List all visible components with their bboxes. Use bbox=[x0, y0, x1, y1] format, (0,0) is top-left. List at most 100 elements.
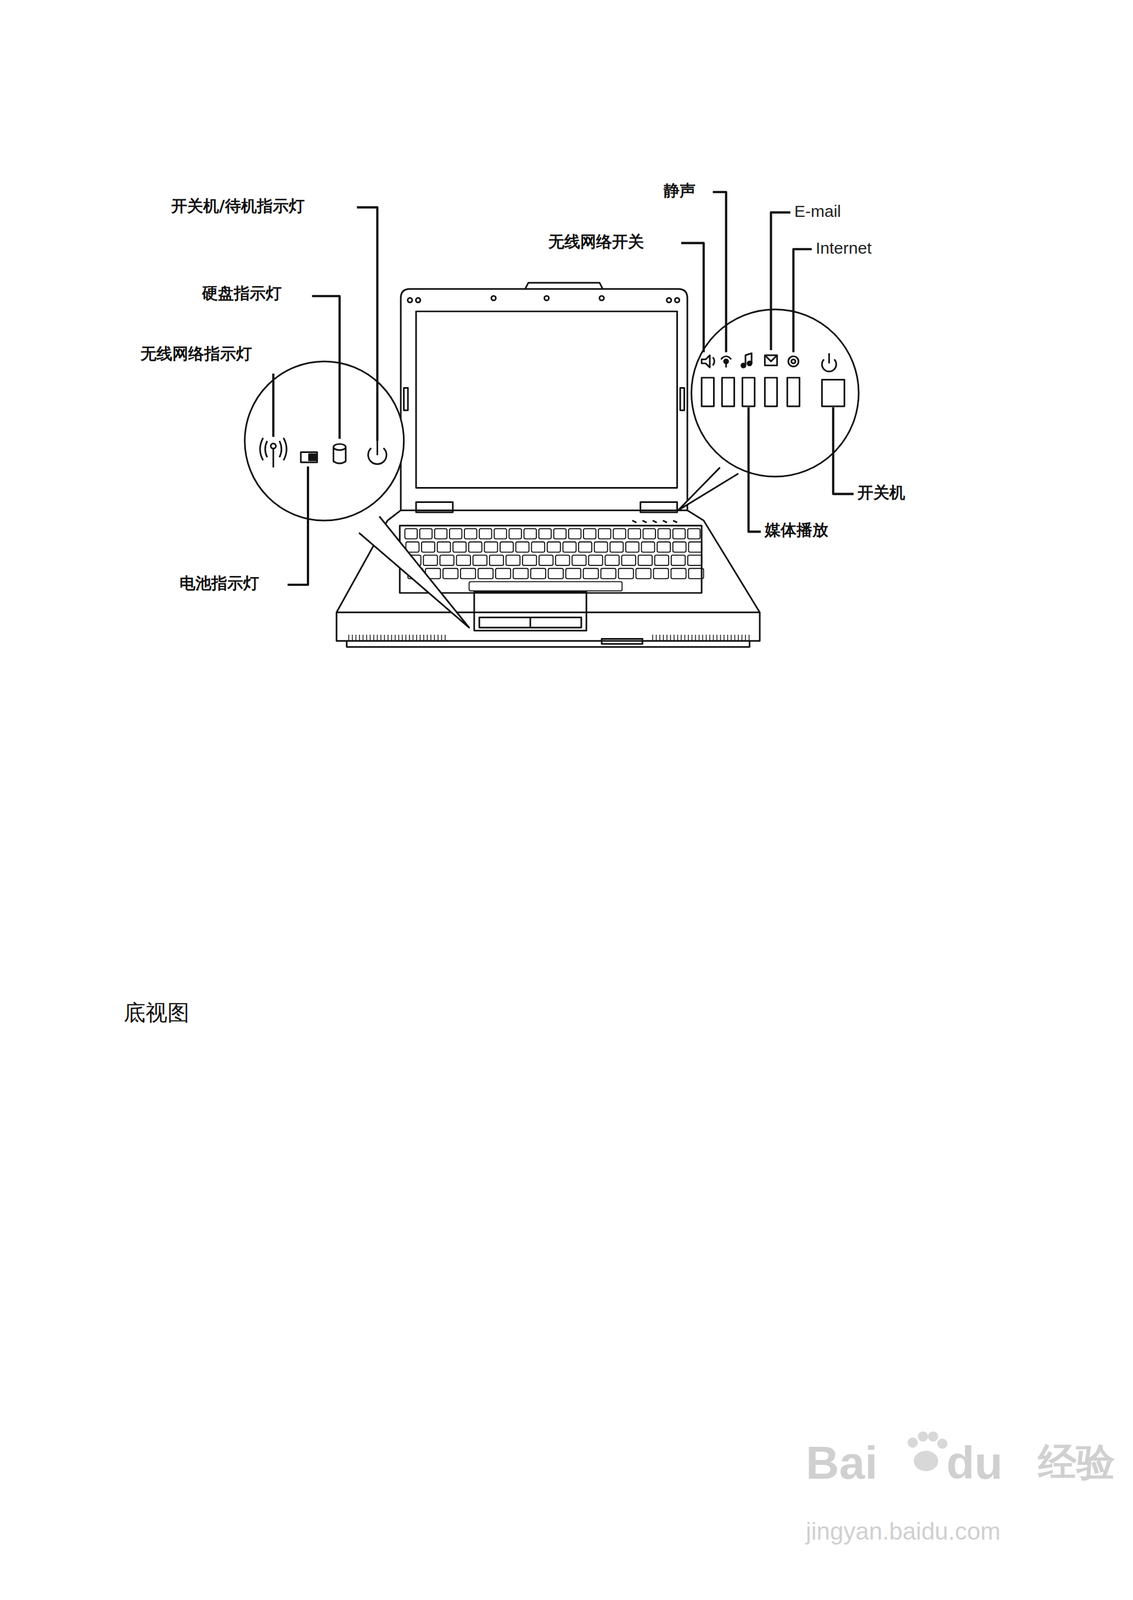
speaker-grille bbox=[748, 634, 750, 641]
speaker-grille bbox=[734, 634, 736, 641]
speaker-grille bbox=[744, 634, 746, 641]
speaker-grille bbox=[666, 634, 667, 641]
key bbox=[460, 568, 476, 579]
key bbox=[588, 554, 603, 566]
key bbox=[452, 541, 467, 553]
key bbox=[670, 568, 686, 579]
speaker-grille bbox=[709, 634, 710, 641]
key bbox=[421, 541, 435, 553]
speaker-grille bbox=[741, 634, 743, 641]
speaker-grille bbox=[652, 634, 653, 641]
key bbox=[539, 528, 552, 540]
speaker-grille bbox=[444, 634, 446, 641]
key bbox=[654, 554, 669, 566]
speaker-grille bbox=[401, 634, 403, 641]
key bbox=[583, 528, 596, 540]
key bbox=[548, 568, 564, 579]
key bbox=[657, 541, 671, 553]
key bbox=[672, 528, 686, 540]
key bbox=[643, 528, 656, 540]
key bbox=[539, 554, 553, 566]
speaker-grille bbox=[412, 634, 414, 641]
section-heading: 底视图 bbox=[123, 999, 190, 1025]
key bbox=[464, 528, 477, 540]
key bbox=[419, 528, 433, 540]
key bbox=[641, 541, 655, 553]
speaker-grille bbox=[394, 634, 396, 641]
speaker-grille bbox=[737, 634, 739, 641]
watermark-text: du bbox=[946, 1436, 1003, 1490]
key bbox=[405, 528, 418, 540]
speaker-grille bbox=[673, 634, 675, 641]
speaker-grille bbox=[684, 634, 686, 641]
callout-label: 硬盘指示灯 bbox=[202, 284, 282, 303]
key bbox=[601, 568, 616, 579]
key bbox=[627, 528, 641, 540]
speaker-grille bbox=[680, 634, 682, 641]
touchpad bbox=[474, 591, 587, 631]
speaker-grille bbox=[659, 634, 660, 641]
key bbox=[439, 554, 454, 566]
speaker-grille bbox=[359, 634, 360, 641]
key bbox=[473, 554, 487, 566]
key bbox=[598, 528, 611, 540]
watermark-text: 经验 bbox=[1038, 1439, 1115, 1485]
key bbox=[449, 528, 462, 540]
key bbox=[478, 568, 493, 579]
key bbox=[621, 554, 636, 566]
speaker-grille bbox=[702, 634, 703, 641]
key bbox=[506, 554, 520, 566]
key bbox=[594, 541, 608, 553]
speaker-grille bbox=[720, 634, 721, 641]
key bbox=[618, 568, 634, 579]
key bbox=[636, 568, 652, 579]
key bbox=[565, 568, 581, 579]
key bbox=[671, 554, 686, 566]
speaker-grille bbox=[441, 634, 442, 641]
speaker-grille bbox=[687, 634, 689, 641]
speaker-grille bbox=[713, 634, 714, 641]
speaker-grille bbox=[705, 634, 707, 641]
key bbox=[578, 541, 592, 553]
laptop-lid bbox=[400, 288, 688, 510]
key bbox=[522, 554, 537, 566]
key bbox=[672, 541, 687, 553]
quick-buttons bbox=[701, 352, 845, 407]
callout-label: 开关机 bbox=[857, 483, 906, 502]
speaker-grille bbox=[408, 634, 410, 641]
key bbox=[687, 554, 702, 566]
speaker-grille bbox=[416, 634, 417, 641]
key bbox=[583, 568, 599, 579]
speaker-grille bbox=[398, 634, 400, 641]
speaker-grille bbox=[691, 634, 693, 641]
key bbox=[524, 528, 537, 540]
zoom-circle bbox=[244, 361, 405, 521]
key bbox=[568, 528, 581, 540]
leader-lines bbox=[273, 192, 854, 585]
key bbox=[613, 528, 626, 540]
callout-label: 无线网络指示灯 bbox=[140, 344, 252, 363]
key bbox=[553, 528, 566, 540]
watermark-text: Bai bbox=[805, 1436, 878, 1490]
callout-label: Internet bbox=[815, 238, 872, 258]
key bbox=[688, 568, 704, 579]
speaker-grille bbox=[677, 634, 678, 641]
speaker-grille bbox=[391, 634, 392, 641]
key bbox=[609, 541, 624, 553]
speaker-grille bbox=[434, 634, 435, 641]
key bbox=[571, 554, 586, 566]
key bbox=[530, 568, 546, 579]
key bbox=[456, 554, 471, 566]
key bbox=[604, 554, 619, 566]
zoom-pointer bbox=[677, 467, 739, 510]
callout-label: 开关机/待机指示灯 bbox=[171, 197, 305, 216]
key bbox=[479, 528, 492, 540]
speaker-grille bbox=[369, 634, 371, 641]
speaker-grille bbox=[355, 634, 357, 641]
key bbox=[494, 528, 507, 540]
watermark-logo bbox=[907, 1431, 947, 1471]
key bbox=[442, 568, 458, 579]
speaker-grille bbox=[423, 634, 424, 641]
callout-label: 静声 bbox=[663, 181, 696, 200]
speaker-grille bbox=[348, 634, 350, 641]
